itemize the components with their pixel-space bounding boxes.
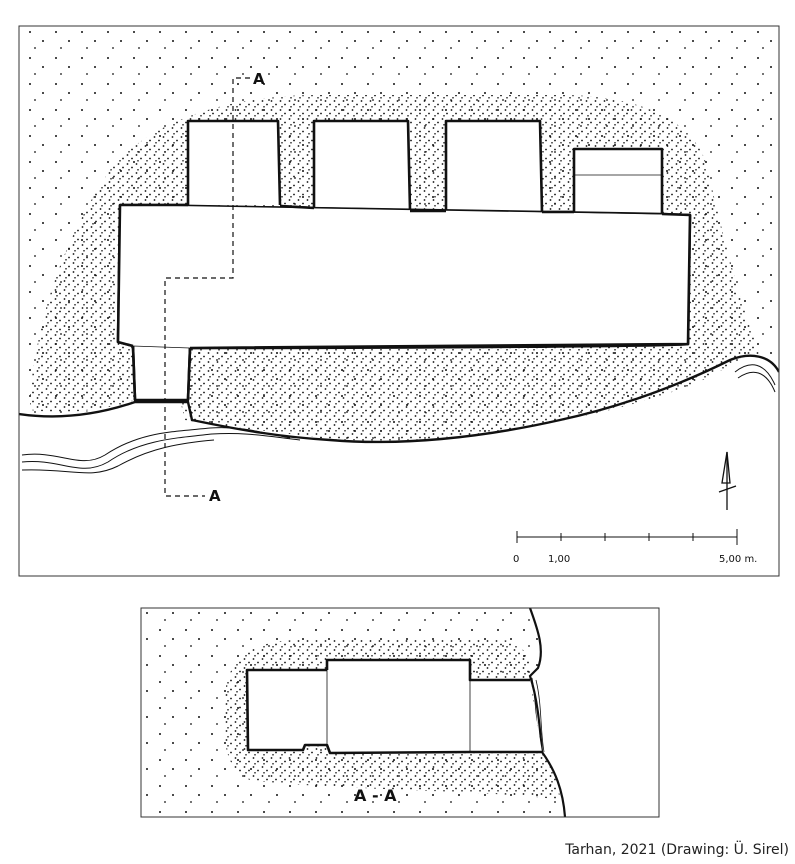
entrance-passage xyxy=(131,345,192,401)
section-frame xyxy=(140,607,660,818)
tomb-chambers xyxy=(116,119,692,402)
plan-view: A A 0 1,00 5,00 m. xyxy=(19,26,779,565)
scale-label-0: 0 xyxy=(513,554,519,565)
chamber-4 xyxy=(572,147,664,214)
scale-label-5: 5,00 m. xyxy=(719,554,757,565)
section-outline xyxy=(247,660,542,753)
chamber-3 xyxy=(444,119,544,213)
scale-bar xyxy=(516,529,738,545)
section-view: A - A xyxy=(141,608,567,817)
section-marker-top: A xyxy=(253,70,265,88)
plan-frame xyxy=(18,25,780,577)
ground-lines xyxy=(19,354,779,474)
figure-caption: Tarhan, 2021 (Drawing: Ü. Sirel) xyxy=(565,842,789,858)
thin-lines xyxy=(132,174,663,401)
chamber-2 xyxy=(312,119,412,211)
section-marker-bottom: A xyxy=(209,487,221,505)
scale-label-1: 1,00 xyxy=(548,554,570,565)
section-lines xyxy=(245,658,542,755)
section-label: A - A xyxy=(354,786,397,805)
north-arrow-icon xyxy=(718,451,737,510)
chamber-1 xyxy=(186,119,282,206)
section-rock-edge xyxy=(528,608,567,817)
